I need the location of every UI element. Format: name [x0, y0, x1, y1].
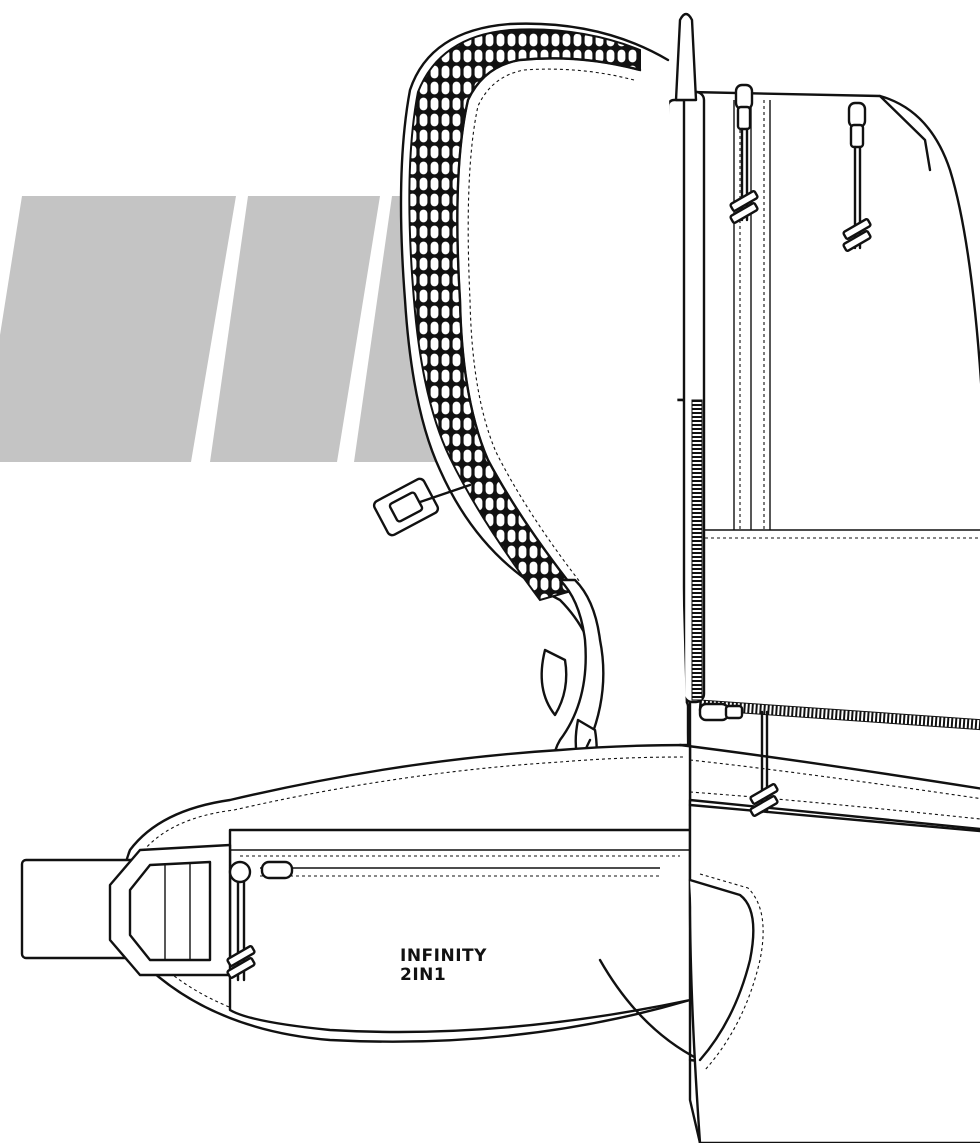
top-loop: [674, 12, 698, 102]
side-buckle: [20, 843, 232, 977]
brand-line-2: 2IN1: [400, 965, 446, 985]
brand-line-1: INFINITY: [400, 946, 487, 966]
shoulder-strap: [399, 22, 692, 872]
zipper-pull-icon: [226, 83, 872, 982]
hip-belt: [120, 699, 980, 1143]
stripe-1: [0, 196, 236, 462]
strap-buckle-icon: [372, 477, 472, 537]
hip-zipper: [698, 699, 980, 731]
side-zipper: [691, 399, 703, 701]
stripe-2: [210, 196, 380, 462]
